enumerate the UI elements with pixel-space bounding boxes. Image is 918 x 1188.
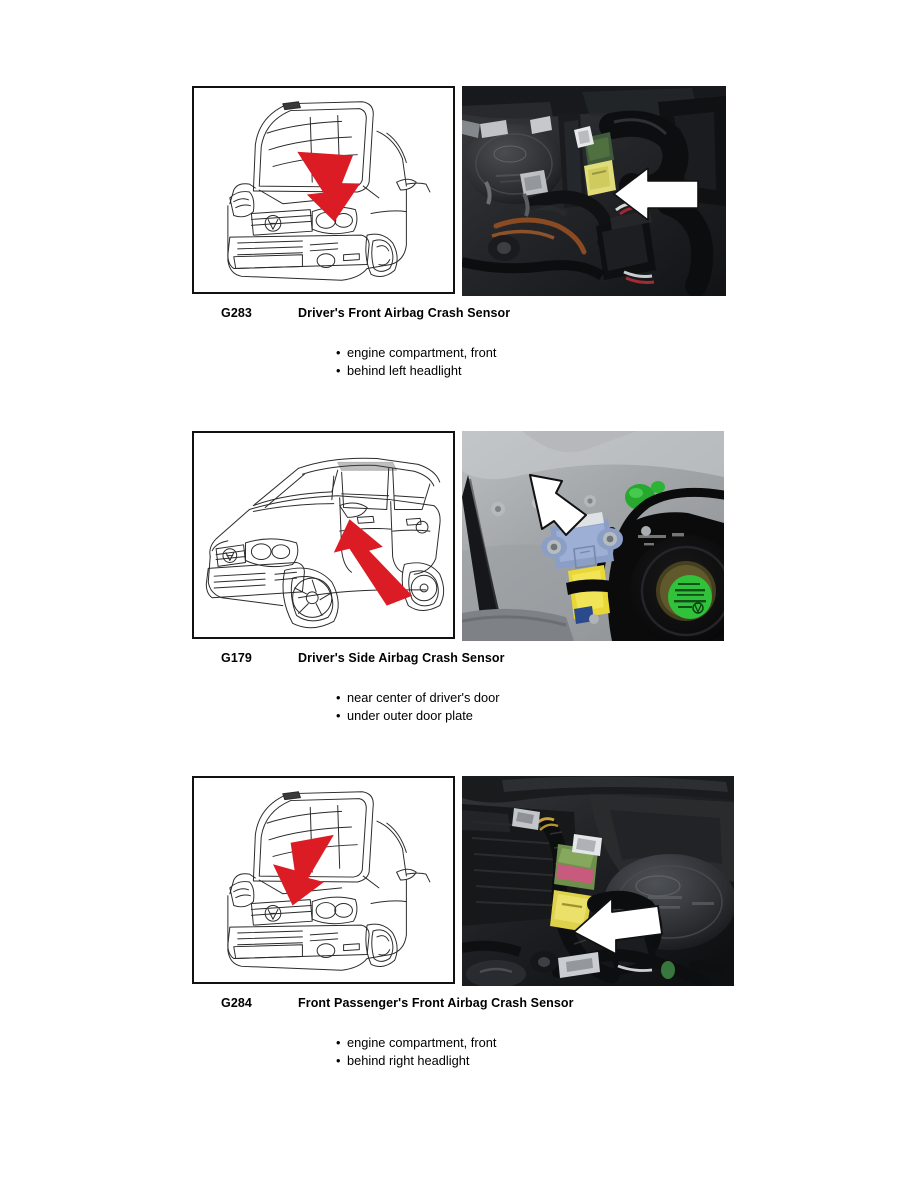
location-bullets: • near center of driver's door • under o… [0, 689, 918, 725]
bullet-text: near center of driver's door [347, 690, 500, 705]
bullet-text: under outer door plate [347, 708, 473, 723]
caption: G283 Driver's Front Airbag Crash Sensor [0, 306, 918, 332]
red-arrow-icon [272, 834, 334, 906]
illustration-panel [192, 431, 455, 639]
caption: G284 Front Passenger's Front Airbag Cras… [0, 996, 918, 1022]
list-item: • behind left headlight [336, 362, 918, 380]
photo-panel [462, 776, 734, 986]
illustration-panel [192, 86, 455, 294]
list-item: • under outer door plate [336, 707, 918, 725]
location-bullets: • engine compartment, front • behind lef… [0, 344, 918, 380]
sensor-title: Front Passenger's Front Airbag Crash Sen… [298, 996, 574, 1010]
photo-panel [462, 86, 726, 296]
sensor-section: G179 Driver's Side Airbag Crash Sensor •… [0, 431, 918, 725]
red-arrow-icon [333, 519, 413, 606]
bullet-icon: • [336, 363, 341, 378]
bullet-icon: • [336, 708, 341, 723]
bullet-icon: • [336, 345, 341, 360]
bullet-icon: • [336, 1035, 341, 1050]
bullet-icon: • [336, 690, 341, 705]
bullet-text: engine compartment, front [347, 1035, 497, 1050]
illustration-panel [192, 776, 455, 984]
bullet-text: behind left headlight [347, 363, 462, 378]
sensor-code: G284 [221, 996, 252, 1010]
bullet-text: engine compartment, front [347, 345, 497, 360]
media-row [0, 431, 918, 641]
white-arrow-icon [613, 167, 699, 221]
sensor-code: G179 [221, 651, 252, 665]
bullet-icon: • [336, 1053, 341, 1068]
photo-panel [462, 431, 724, 641]
red-arrow-icon [297, 151, 361, 222]
list-item: • engine compartment, front [336, 1034, 918, 1052]
media-row [0, 86, 918, 296]
sensor-code: G283 [221, 306, 252, 320]
bullet-text: behind right headlight [347, 1053, 470, 1068]
list-item: • near center of driver's door [336, 689, 918, 707]
sensor-section: G284 Front Passenger's Front Airbag Cras… [0, 776, 918, 1070]
white-arrow-icon [529, 474, 587, 536]
list-item: • behind right headlight [336, 1052, 918, 1070]
caption: G179 Driver's Side Airbag Crash Sensor [0, 651, 918, 677]
sensor-section: G283 Driver's Front Airbag Crash Sensor … [0, 86, 918, 380]
white-arrow-icon [573, 897, 663, 955]
media-row [0, 776, 918, 986]
sensor-title: Driver's Front Airbag Crash Sensor [298, 306, 511, 320]
location-bullets: • engine compartment, front • behind rig… [0, 1034, 918, 1070]
sensor-title: Driver's Side Airbag Crash Sensor [298, 651, 505, 665]
list-item: • engine compartment, front [336, 344, 918, 362]
